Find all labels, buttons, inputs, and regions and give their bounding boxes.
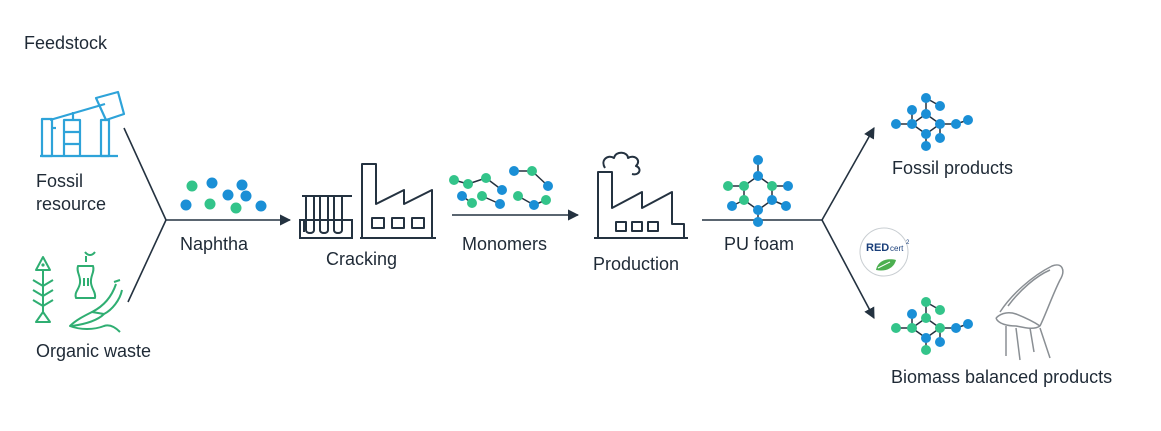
cracking-label: Cracking [326,249,398,269]
organic-waste-label: Organic waste [36,341,152,361]
production-label: Production [593,254,680,274]
feedstock-converge-lines [123,127,167,303]
arrow-to-biomass-products [821,219,875,319]
pu-foam-molecule [723,155,793,227]
redcert-logo-cert: cert [890,244,904,253]
naphtha-molecules [180,177,267,214]
fossil-products-molecule [891,93,973,151]
biomass-balanced-products-label: Biomass balanced products [891,367,1113,387]
banana-peel-icon [69,279,123,333]
apple-core-icon [74,251,97,299]
fossil-products-label: Fossil products [892,158,1014,178]
oil-pump-icon [40,90,126,158]
redcert-logo-red: RED [866,242,889,254]
chair-icon [995,264,1064,361]
fish-bone-icon [32,256,54,323]
cracking-factory-icon [360,163,436,239]
production-factory-icon [594,151,688,239]
redcert-logo-superscript: 2 [906,240,910,246]
naphtha-label: Naphtha [180,234,249,254]
pu-foam-label: PU foam [724,234,795,254]
monomers-label: Monomers [462,234,548,254]
redcert-logo: RED cert 2 [859,227,910,277]
fossil-resource-label-line1: Fossil [36,171,84,191]
monomer-molecules [449,166,553,210]
biomass-products-molecule [891,297,973,355]
fossil-resource-label-line2: resource [36,194,107,214]
arrow-to-fossil-products [821,127,875,221]
feedstock-heading: Feedstock [24,33,108,53]
test-tubes-icon [299,195,353,239]
process-arrows [166,127,875,319]
